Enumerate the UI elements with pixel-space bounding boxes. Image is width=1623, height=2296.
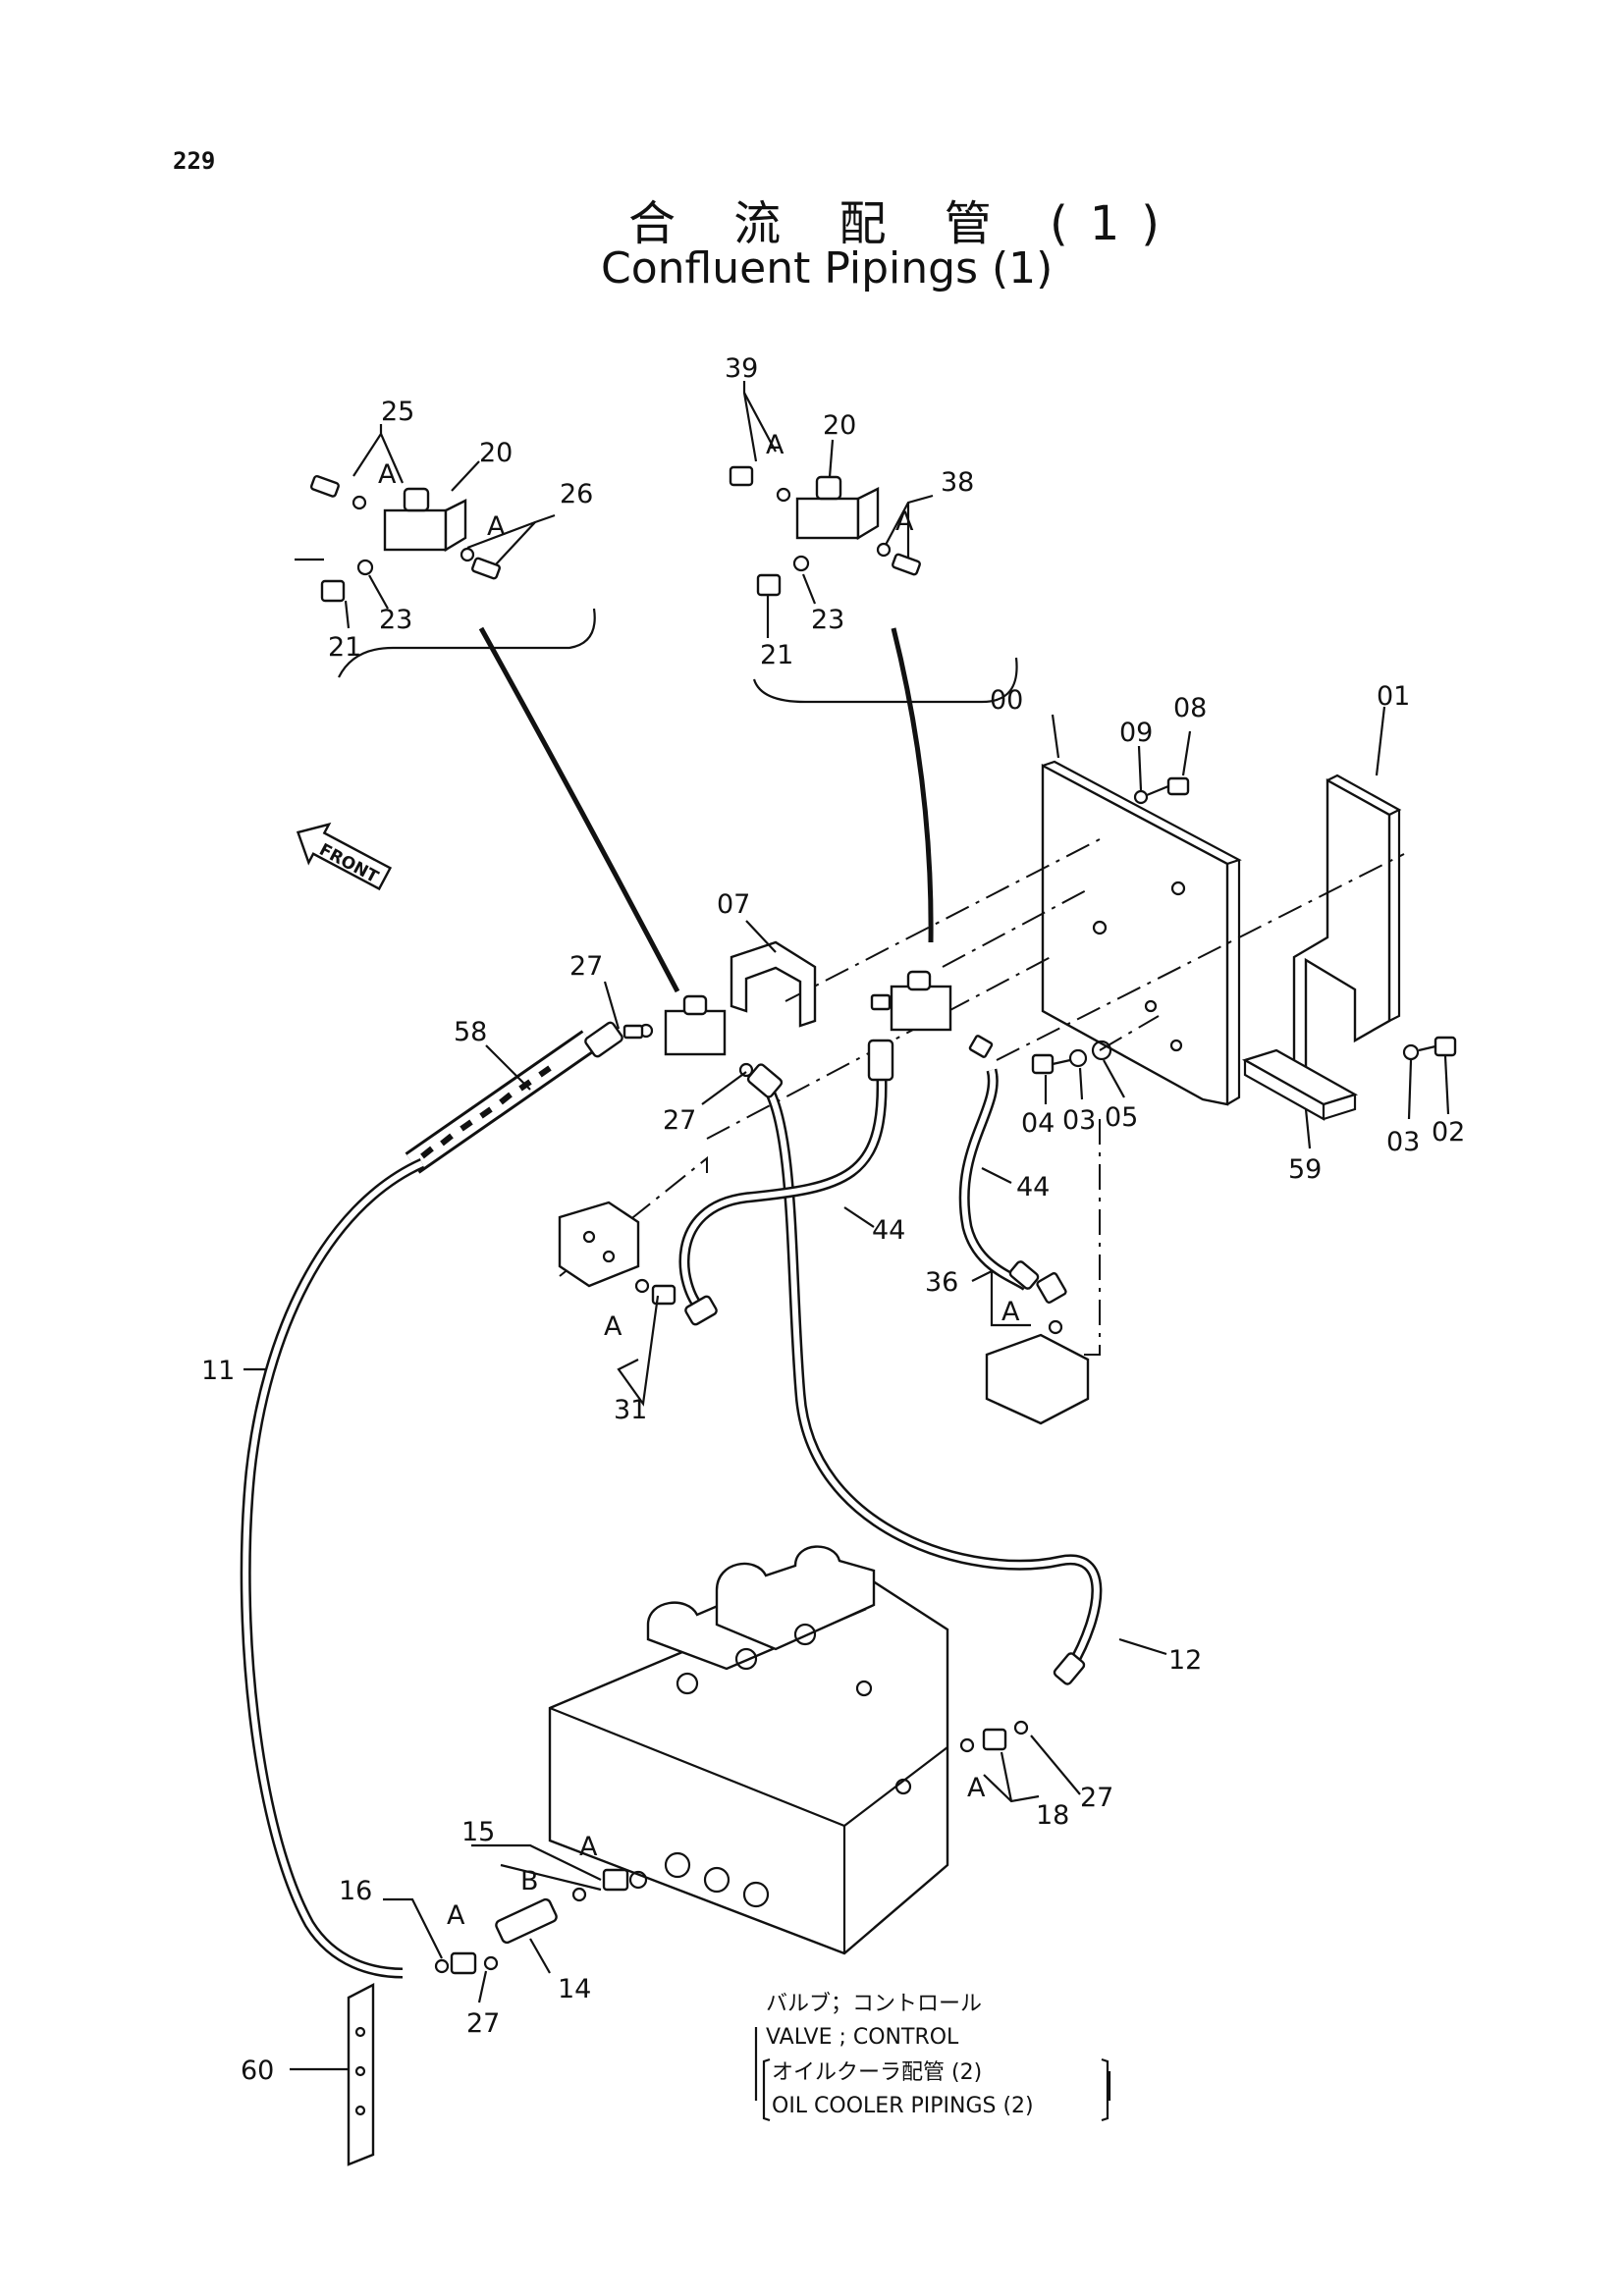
title-japanese: 合 流 配 管 (1) [628,196,1182,251]
label-04: 04 [1021,1108,1055,1139]
label-20: 20 [823,410,856,441]
page-number: 229 [173,147,216,175]
plate-59 [1241,1048,1359,1121]
label-11: 11 [201,1356,235,1386]
label-60: 60 [241,2056,274,2086]
label-A: A [604,1311,622,1342]
plate-60 [347,1983,375,2166]
label-03: 03 [1062,1105,1096,1136]
label-03: 03 [1386,1127,1420,1157]
hose-12 [746,1063,1103,1685]
label-23: 23 [379,605,412,635]
label-27: 27 [466,2008,500,2039]
label-21: 21 [328,632,361,663]
note-valve-jp: バルブ；コントロール [766,1992,982,2016]
leader-lines [243,706,1450,2101]
label-27: 27 [663,1105,696,1136]
hose-11 [240,1157,425,1979]
fitting-18 [959,1720,1029,1753]
label-38: 38 [941,467,974,498]
label-23: 23 [811,605,844,635]
label-44: 44 [872,1215,905,1246]
label-36: 36 [925,1267,958,1298]
valve-body-small-right [985,1319,1090,1425]
label-16: 16 [339,1876,372,1906]
bolt-04-group [1031,1040,1112,1075]
label-09: 09 [1119,718,1153,748]
label-44: 44 [1016,1172,1050,1202]
label-05: 05 [1105,1102,1138,1133]
label-14: 14 [558,1974,591,2004]
hose-44-right [958,1068,1067,1304]
callout-leader-left [478,626,680,993]
bracket-07 [730,940,817,1028]
label-25: 25 [381,397,414,427]
label-A: A [487,511,506,542]
bolt-08 [1133,776,1190,805]
label-07: 07 [717,889,750,920]
label-58: 58 [454,1017,487,1047]
note-cooler-jp: オイルクーラ配管 (2) [772,2060,982,2085]
label-A: A [766,430,784,460]
valve-block-left [622,994,754,1078]
label-12: 12 [1168,1645,1202,1676]
fitting-14 [495,1887,587,1945]
label-15: 15 [461,1817,495,1847]
valve-block-right [870,970,994,1058]
label-27: 27 [1080,1783,1113,1813]
hose-58 [405,1021,623,1174]
detail-callout-left: 25 A 20 A 26 21 23 [295,397,596,678]
label-A: A [378,459,397,490]
label-31: 31 [614,1395,647,1425]
label-A: A [579,1832,598,1862]
label-A: A [447,1900,465,1931]
hose-44-left [678,1039,894,1326]
fitting-15 [602,1868,648,1892]
front-arrow: FRONT [296,822,393,891]
note-valve-en: VALVE ; CONTROL [766,2025,959,2050]
label-00: 00 [990,685,1023,716]
label-20: 20 [479,438,513,468]
bracket-plate-00 [1041,760,1242,1106]
callout-leader-right [891,627,934,943]
title-english: Confluent Pipings (1) [601,243,1054,294]
label-01: 01 [1377,681,1410,712]
label-02: 02 [1432,1117,1465,1148]
label-21: 21 [760,640,793,670]
bracket-01 [1292,774,1402,1087]
label-08: 08 [1173,693,1207,723]
label-26: 26 [560,479,593,509]
label-B: B [520,1866,539,1896]
control-valve [548,1545,949,1955]
label-A: A [967,1773,986,1803]
detail-callout-right: 39 A 20 38 A 21 23 [725,353,1018,704]
label-18: 18 [1036,1800,1069,1831]
note-cooler-en: OIL COOLER PIPINGS (2) [772,2094,1034,2118]
fitting-16 [434,1951,499,1975]
label-A: A [895,507,914,537]
fitting-31 [634,1278,676,1306]
label-A: A [1001,1297,1020,1327]
valve-body-small-left [558,1201,640,1288]
label-39: 39 [725,353,758,384]
bolt-02-group [1402,1036,1457,1061]
label-59: 59 [1288,1154,1322,1185]
label-27: 27 [569,951,603,982]
